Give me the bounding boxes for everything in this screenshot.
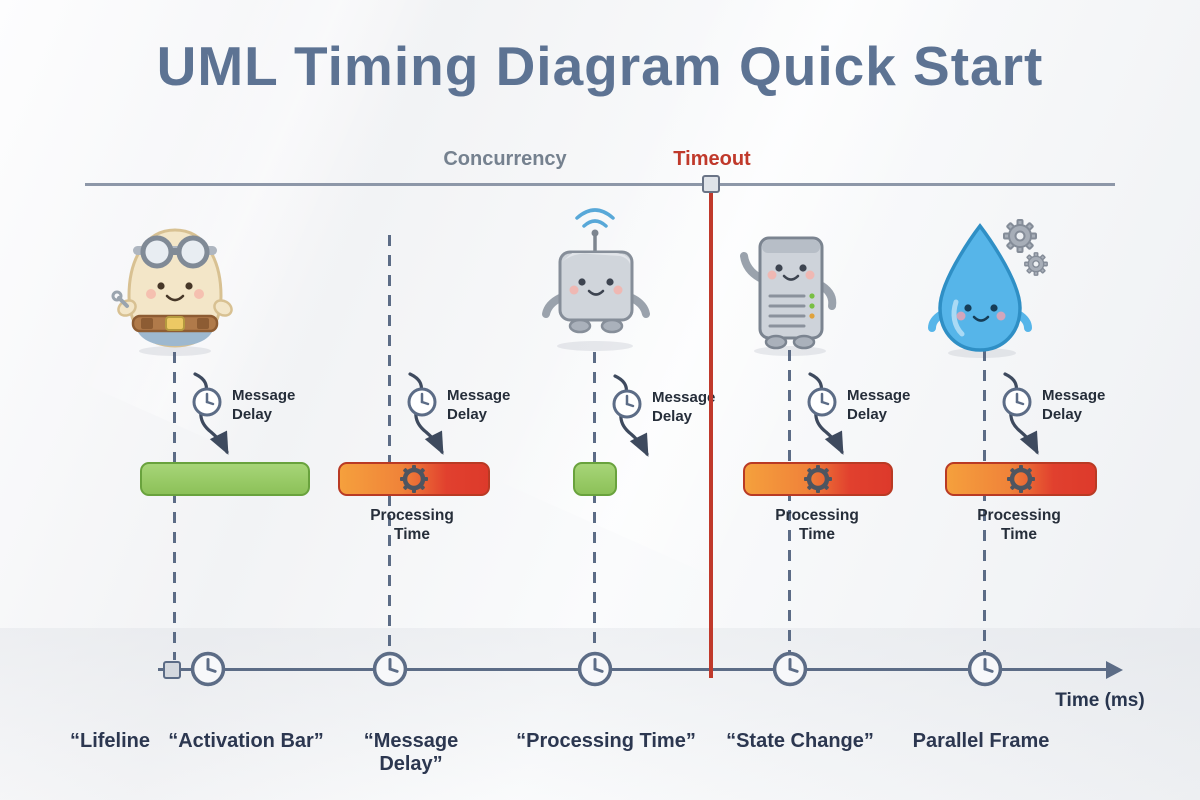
message-delay-arrow xyxy=(1003,372,1039,455)
water-drop-character xyxy=(928,219,1048,358)
lifeline-2 xyxy=(388,235,391,660)
legend-message-delay: “Message Delay” xyxy=(363,730,459,775)
processing-time-bar xyxy=(945,462,1097,496)
processing-time-label: Processing Time xyxy=(775,507,859,544)
processing-time-label: Processing Time xyxy=(370,507,454,544)
legend-processing-time: “Processing Time” xyxy=(516,730,696,752)
message-delay-label: Message Delay xyxy=(232,387,296,423)
lifeline-3 xyxy=(593,352,596,660)
message-delay-arrow xyxy=(193,372,229,455)
clock-icon xyxy=(612,389,642,419)
gear-icon xyxy=(1024,252,1048,276)
gear-icon xyxy=(1007,465,1035,493)
legend-activation-bar: “Activation Bar” xyxy=(168,730,324,752)
mechanic-blob-character xyxy=(111,228,233,356)
time-axis-line xyxy=(158,668,1108,671)
gear-icon xyxy=(804,465,832,493)
gear-icon xyxy=(400,465,428,493)
processing-time-bar xyxy=(338,462,490,496)
concurrency-rule-line xyxy=(85,183,1115,186)
message-delay-label: Message Delay xyxy=(847,387,911,423)
clock-icon xyxy=(577,651,613,687)
clock-icon xyxy=(192,387,222,417)
time-axis-label: Time (ms) xyxy=(1055,690,1145,711)
clock-icon xyxy=(1002,387,1032,417)
concurrency-label: Concurrency xyxy=(443,148,567,170)
timeout-vertical-line xyxy=(709,190,713,678)
clock-icon xyxy=(407,387,437,417)
page-title: UML Timing Diagram Quick Start xyxy=(156,35,1044,97)
server-robot-character xyxy=(740,236,837,356)
time-axis-arrowhead xyxy=(1106,661,1123,679)
message-delay-label: Message Delay xyxy=(447,387,511,423)
processing-time-bar xyxy=(743,462,893,496)
activation-bar-short xyxy=(573,462,617,496)
lifeline-4 xyxy=(788,350,791,660)
message-delay-arrow xyxy=(613,374,649,457)
message-delay-label: Message Delay xyxy=(652,389,716,425)
legend-lifeline: “Lifeline xyxy=(69,730,150,752)
processing-time-label: Processing Time xyxy=(977,507,1061,544)
legend-parallel-frame: Parallel Frame xyxy=(912,730,1050,752)
lifeline-5 xyxy=(983,350,986,660)
message-delay-arrow xyxy=(408,372,444,455)
timeout-label: Timeout xyxy=(673,148,751,170)
clock-icon xyxy=(772,651,808,687)
clock-icon xyxy=(967,651,1003,687)
cube-robot-character xyxy=(542,208,650,351)
lifeline-1 xyxy=(173,352,176,660)
activation-bar xyxy=(140,462,310,496)
clock-icon xyxy=(372,651,408,687)
clock-icon xyxy=(190,651,226,687)
gear-icon xyxy=(1003,219,1037,253)
state-change-square xyxy=(163,661,181,679)
message-delay-arrow xyxy=(808,372,844,455)
timeout-marker-square xyxy=(702,175,720,193)
message-delay-label: Message Delay xyxy=(1042,387,1106,423)
legend-state-change: “State Change” xyxy=(726,730,874,752)
clock-icon xyxy=(807,387,837,417)
